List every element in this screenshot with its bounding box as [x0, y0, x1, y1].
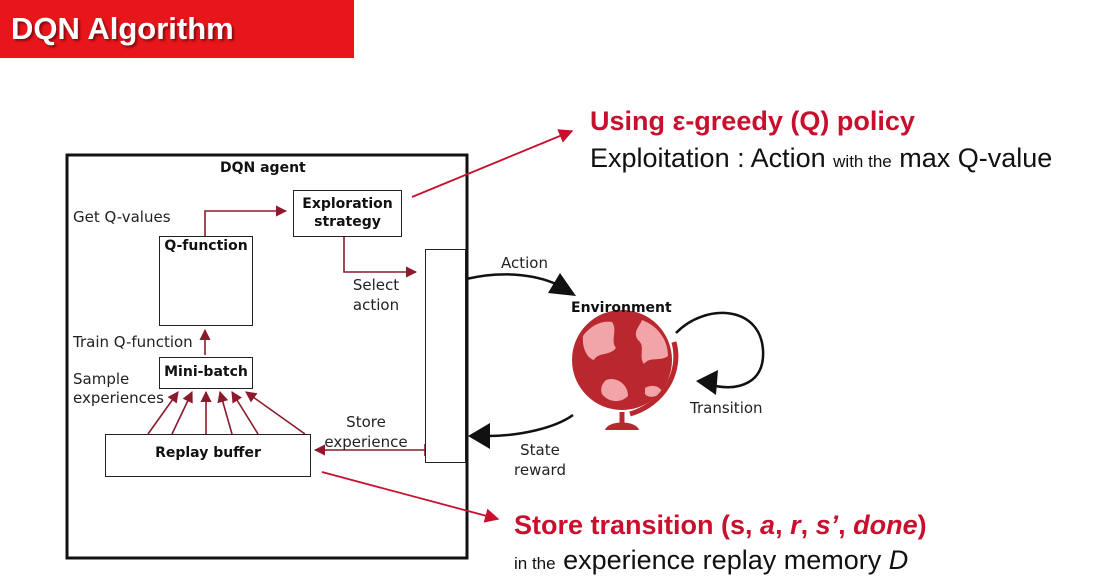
store-heading-prefix: Store transition (s,	[514, 510, 761, 540]
mini-batch-box	[159, 357, 253, 389]
store-heading-a: a	[760, 510, 776, 540]
state-reward-line-2: reward	[514, 461, 566, 479]
dqn-agent-box	[65, 153, 469, 560]
get-q-values-label: Get Q-values	[73, 208, 171, 226]
policy-description-part2: max Q-value	[891, 143, 1053, 173]
store-heading-r: r	[790, 510, 801, 540]
policy-description: Exploitation : Action with the max Q-val…	[590, 143, 1052, 174]
sample-experiences-line-2: experiences	[73, 389, 164, 407]
replay-buffer-box	[105, 434, 311, 477]
action-interface-bar	[425, 249, 466, 463]
policy-description-part1: Exploitation : Action	[590, 143, 834, 173]
sample-arrow-1	[147, 391, 179, 435]
store-heading-done: done	[853, 510, 918, 540]
sample-experiences-line-1: Sample	[73, 370, 130, 388]
q-function-box	[159, 236, 253, 326]
select-action-line-2: action	[352, 296, 400, 314]
mini-batch-label: Mini-batch	[164, 364, 248, 380]
policy-description-small: with the	[833, 152, 892, 171]
state-reward-line-1: State	[520, 441, 560, 459]
store-callout-arrow	[321, 471, 500, 523]
sample-arrow-4	[217, 390, 233, 435]
transition-arrowhead	[696, 370, 718, 395]
transition-arrow	[675, 311, 765, 389]
exploration-strategy-line-1: Exploration	[302, 196, 393, 212]
store-heading-sep2: ,	[800, 510, 816, 540]
state-reward-arrowhead	[468, 423, 490, 449]
slide-title: DQN Algorithm	[11, 11, 234, 46]
store-transition-heading: Store transition (s, a, r, s’, done)	[514, 510, 927, 541]
store-heading-sep3: ,	[838, 510, 854, 540]
policy-callout-arrow	[411, 129, 574, 198]
store-description-d: D	[888, 545, 909, 575]
replay-buffer-label: Replay buffer	[155, 445, 261, 461]
store-heading-sep1: ,	[775, 510, 791, 540]
state-reward-arrow	[486, 413, 574, 438]
agent-title: DQN agent	[220, 160, 306, 176]
environment-label: Environment	[571, 300, 672, 316]
get-q-values-arrow	[204, 205, 288, 236]
exploration-strategy-line-2: strategy	[314, 214, 381, 230]
policy-heading: Using ε-greedy (Q) policy	[590, 106, 915, 136]
title-banner: DQN Algorithm	[0, 0, 354, 58]
select-action-arrow	[343, 237, 418, 278]
store-heading-suffix: )	[917, 510, 927, 540]
store-experience-line-2: experience	[324, 433, 408, 451]
action-arrowhead	[548, 273, 576, 296]
exploration-strategy-box	[293, 190, 402, 237]
store-description-small: in the	[514, 554, 556, 573]
globe-icon	[572, 310, 679, 430]
sample-arrow-5	[231, 391, 259, 435]
q-function-label: Q-function	[164, 238, 248, 254]
action-arrow	[465, 273, 563, 289]
store-experience-line-1: Store	[346, 413, 386, 431]
state-reward-label: State reward	[510, 440, 570, 480]
store-transition-description: in the experience replay memory D	[514, 545, 908, 576]
store-description-main: experience replay memory	[555, 545, 889, 575]
store-experience-label: Store experience	[322, 412, 410, 452]
transition-label: Transition	[690, 399, 763, 417]
select-action-label: Select action	[346, 275, 406, 315]
action-label: Action	[501, 254, 548, 272]
select-action-line-1: Select	[352, 276, 400, 294]
exploration-strategy-label: Exploration strategy	[293, 195, 402, 231]
store-heading-s-prime: s’	[815, 510, 839, 540]
sample-arrow-2	[171, 390, 193, 435]
train-q-function-label: Train Q-function	[73, 333, 193, 351]
sample-experiences-label: Sample experiences	[73, 370, 164, 408]
sample-arrow-6	[245, 391, 306, 435]
